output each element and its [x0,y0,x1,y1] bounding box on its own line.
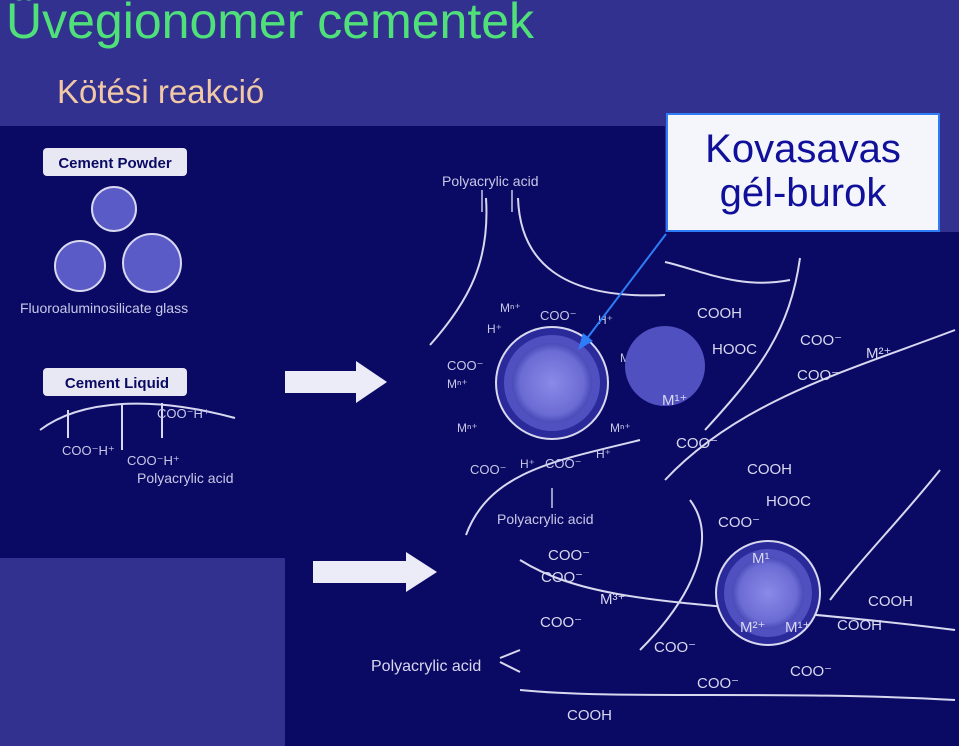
stage2-polyacrylic-bottom: Polyacrylic acid [497,511,593,527]
slide-title: Üvegionomer cementek [6,0,535,49]
cement-powder-label: Cement Powder [58,155,172,172]
diagram-label: COOH [567,707,612,724]
polyacrylic-label: Polyacrylic acid [137,470,233,486]
diagram-label: COO⁻ [540,308,576,323]
diagram-label: COO⁻ [540,614,582,631]
diagram-label: COOH [868,593,913,610]
diagram-label: H⁺ [487,322,502,336]
diagram-label: Mⁿ⁺ [610,421,631,435]
panel-left-stage [0,126,290,558]
cement-liquid-label-box [43,368,187,396]
diagram-label: COOH [697,305,742,322]
callout-pointer [581,233,667,346]
diagram-label: M¹ [752,550,770,567]
arrow-right-icon [313,552,437,592]
diagram-label: COO⁻ [541,569,583,586]
diagram-label: COO⁻ [548,547,590,564]
stage3-polyacrylic-label: Polyacrylic acid [371,658,481,675]
diagram-label: COO⁻ [470,462,506,477]
callout-line-1: Kovasavas [705,127,901,171]
coo-h-top-label: COO⁻H⁺ [157,406,210,421]
diagram-label: M¹⁺ [662,392,687,409]
diagram-label: H⁺ [596,447,611,461]
coo-h-left-label: COO⁻H⁺ [62,443,115,458]
diagram-label: COO⁻ [545,456,581,471]
diagram-label: COO⁻ [790,663,832,680]
diagram-label: COO⁻ [654,639,696,656]
reacting-glass-particle-core [512,343,592,423]
gel-coated-particle-partial [625,326,705,406]
glass-particle [54,240,106,292]
diagram-label: Mⁿ⁺ [500,301,521,315]
callout-pointer-head [578,333,593,350]
fluoroglass-label: Fluoroaluminosilicate glass [20,300,188,316]
callout-line-2: gél-burok [719,171,887,215]
diagram-label: Mⁿ⁺ [447,377,468,391]
diagram-label: M²⁺ [740,619,765,636]
diagram-label: H⁺ [598,313,613,327]
diagram-label: HOOC [712,341,757,358]
diagram-label: COOH [747,461,792,478]
diagram-label: M³⁺ [600,591,625,608]
diagram-label: COO⁻ [447,358,483,373]
panel-mid-stage [285,126,665,746]
glass-particle-with-gel-core [732,557,804,629]
diagram-label: HOOC [766,493,811,510]
diagram-label: M²⁺ [866,345,891,362]
silica-gel-callout: Kovasavas gél-burok [666,113,940,232]
stage2-polyacrylic-top: Polyacrylic acid [442,173,538,189]
diagram-label: COO⁻ [800,332,842,349]
diagram-label: COOH [837,617,882,634]
diagram-label: COO⁻ [797,367,839,384]
arrow-right-icon [285,361,387,403]
coo-h-mid-label: COO⁻H⁺ [127,453,180,468]
slide-subtitle: Kötési reakció [57,73,265,110]
panel-right-stage [660,232,959,746]
diagram-label: COO⁻ [697,675,739,692]
cement-powder-label-box [43,148,187,176]
glass-particle [122,233,182,293]
polyacrylic-chain [39,402,236,431]
cement-liquid-label: Cement Liquid [65,375,169,392]
diagram-label: COO⁻ [718,514,760,531]
glass-particle [91,186,137,232]
diagram-label: M¹⁺ [785,619,810,636]
diagram-label: Mⁿ⁺ [457,421,478,435]
diagram-label: COO⁻ [676,435,718,452]
diagram-label: H⁺ [520,457,535,471]
